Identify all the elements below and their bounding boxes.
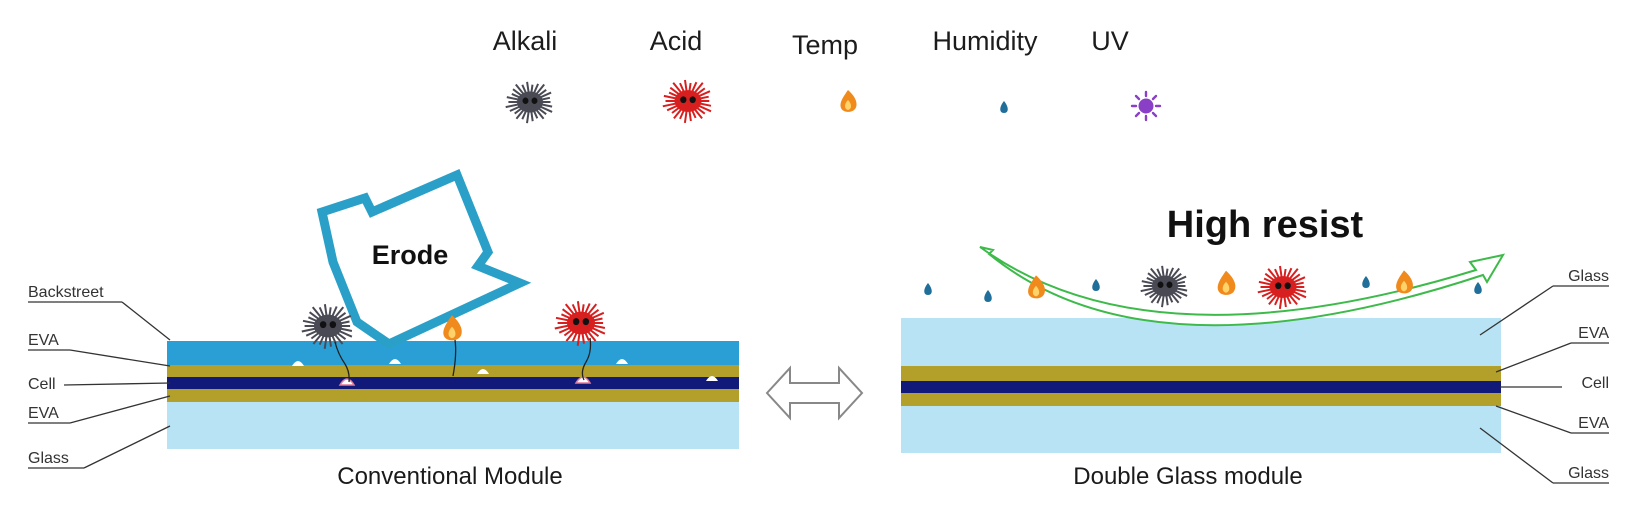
uv-sun-icon	[1130, 90, 1162, 122]
eva-layer-bottom	[901, 393, 1501, 406]
layer-labels-left: Backstreet EVA Cell EVA Glass	[28, 284, 171, 469]
glass-layer-bottom	[901, 406, 1501, 453]
legend-label-alkali: Alkali	[493, 26, 558, 56]
acid-urchin-icon	[1257, 265, 1307, 310]
layer-label-eva: EVA	[1578, 325, 1609, 342]
flame-icon	[1396, 270, 1413, 294]
damage-marks	[292, 359, 718, 386]
layer-label-eva: EVA	[28, 405, 59, 422]
acid-urchin-icon	[662, 79, 712, 124]
water-drop-icon	[924, 283, 932, 295]
cell-layer	[901, 381, 1501, 393]
caption-conventional: Conventional Module	[337, 463, 562, 490]
water-drop-icon	[1000, 101, 1008, 113]
legend-label-humidity: Humidity	[932, 26, 1038, 56]
layer-labels-right: Glass EVA Cell EVA Glass	[1479, 268, 1609, 484]
alkali-urchin-icon	[1140, 265, 1188, 308]
layer-label-cell: Cell	[1581, 375, 1609, 392]
legend-label-acid: Acid	[650, 26, 703, 56]
cell-layer	[167, 377, 739, 389]
eva-layer-top	[901, 366, 1501, 381]
penetration-trail	[334, 341, 350, 383]
flame-icon	[443, 315, 462, 341]
penetration-trail	[581, 337, 592, 381]
backsheet-layer	[167, 341, 739, 365]
conventional-module: Erode Backstreet EVA Cell EVA Glass Conv…	[28, 169, 739, 490]
water-drop-icon	[1092, 279, 1100, 291]
caption-double-glass: Double Glass module	[1073, 463, 1302, 490]
penetration-trail	[452, 339, 457, 377]
flame-icon	[1217, 270, 1236, 295]
resist-arrow	[979, 246, 1506, 327]
layer-label-backsheet: Backstreet	[28, 284, 104, 301]
legend-label-temp: Temp	[792, 30, 858, 60]
water-drop-icon	[1362, 276, 1370, 288]
alkali-urchin-icon	[505, 81, 553, 124]
glass-layer	[167, 402, 739, 449]
acid-urchin-icon	[554, 301, 606, 346]
legend-label-uv: UV	[1091, 26, 1129, 56]
flame-icon	[1028, 275, 1045, 299]
water-drop-icon	[984, 290, 992, 302]
flame-icon	[840, 90, 857, 112]
erode-arrow: Erode	[316, 169, 532, 350]
legend: Alkali Acid Temp Humidity UV	[493, 26, 1162, 124]
water-drop-icon	[1474, 282, 1482, 294]
alkali-urchin-icon	[301, 304, 353, 349]
layer-label-eva: EVA	[28, 332, 59, 349]
erode-label: Erode	[372, 240, 449, 270]
layer-label-glass: Glass	[1568, 268, 1609, 285]
layer-label-glass: Glass	[1568, 465, 1609, 482]
layer-label-eva: EVA	[1578, 415, 1609, 432]
eva-layer-bottom	[167, 389, 739, 402]
layer-label-glass: Glass	[28, 450, 69, 467]
double-glass-module: High resist Glass EVA Cell EVA Glass	[901, 204, 1609, 490]
high-resist-label: High resist	[1167, 204, 1364, 246]
layer-label-cell: Cell	[28, 376, 56, 393]
eva-layer-top	[167, 365, 739, 377]
compare-double-arrow	[765, 365, 864, 421]
